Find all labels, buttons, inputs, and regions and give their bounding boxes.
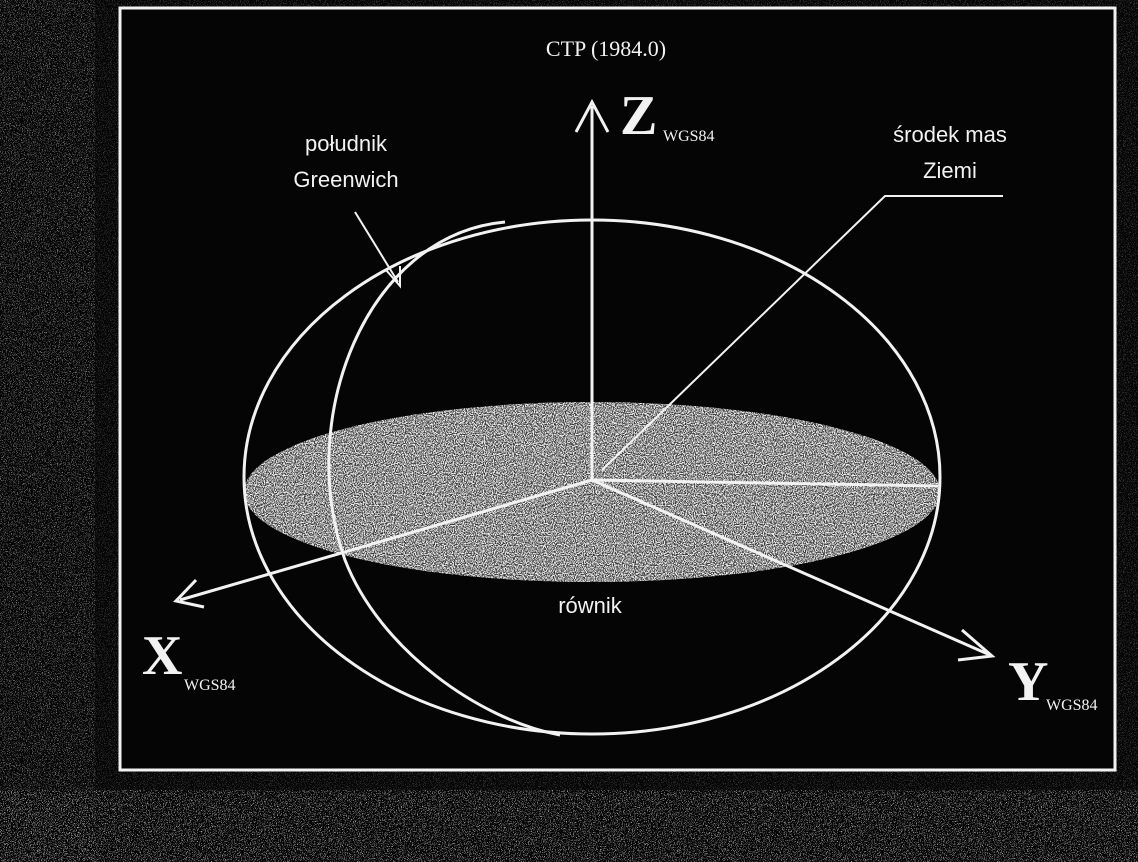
center-mass-label-line1: środek mas [893,122,1007,147]
x-axis-arrowhead [173,578,205,609]
x-axis-letter: X [142,625,182,687]
meridian-leader-line [354,211,399,283]
center-mass-leader-line [601,195,1003,471]
z-axis-arrowhead [574,98,610,133]
y-axis-subscript: WGS84 [1046,697,1098,714]
greenwich-meridian-line [327,220,561,737]
diagram-frame [118,6,1117,772]
center-mass-label-line2: Ziemi [923,158,977,183]
x-axis-subscript: WGS84 [184,677,236,694]
ctp-label: CTP (1984.0) [546,36,666,61]
y-axis-line [591,478,991,657]
y-axis-arrowhead [957,628,996,662]
meridian-label-line1: południk [305,131,388,156]
z-axis-letter: Z [620,85,657,147]
equator-label: równik [558,593,623,618]
z-axis-subscript: WGS84 [663,128,715,145]
equator-radius-line [591,478,939,488]
meridian-label-line2: Greenwich [293,167,398,192]
x-axis-line [179,478,593,602]
y-axis-letter: Y [1008,651,1048,713]
meridian-leader-arrowhead [385,266,401,289]
